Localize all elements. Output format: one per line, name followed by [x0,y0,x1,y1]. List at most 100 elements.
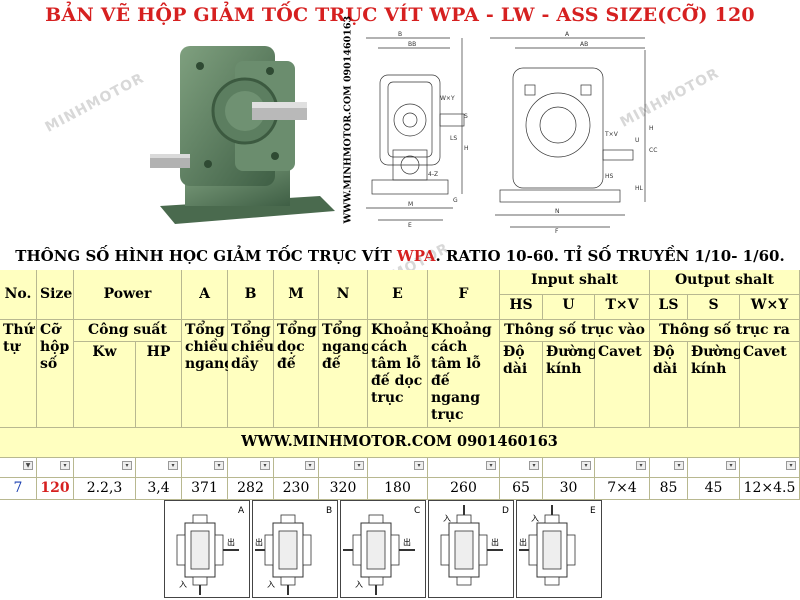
col-size: Size [37,270,74,320]
vn-b: Tổng chiều dầy [228,320,274,428]
config-diagram-icon: C 出入 [343,506,420,595]
col-no: No. [0,270,37,320]
dropdown-arrow-icon[interactable]: ▾ [214,461,224,470]
contact-row: WWW.MINHMOTOR.COM 0901460163 [0,428,800,458]
filter-u[interactable]: ▾ [543,458,595,478]
cell-no: 7 [0,478,37,500]
dropdown-arrow-icon[interactable]: ▾ [581,461,591,470]
vertical-contact: WWW.MINHMOTOR.COM 0901460163 [342,15,354,224]
col-hs: HS [500,295,543,320]
cell-m: 230 [274,478,319,500]
svg-text:A: A [565,31,570,38]
dropdown-arrow-icon[interactable]: ▾ [60,461,70,470]
output-label: 出 [227,537,235,547]
vn-output: Thông số trục ra [650,320,800,342]
vn-power: Công suất [74,320,182,342]
col-input-shaft: Input shalt [500,270,650,295]
svg-text:N: N [555,208,560,215]
svg-text:LS: LS [450,135,457,142]
cell-b: 282 [228,478,274,500]
page-title: BẢN VẼ HỘP GIẢM TỐC TRỤC VÍT WPA - LW - … [45,4,755,26]
config-diagram-icon: A出入 [176,506,245,595]
filter-active-icon[interactable]: ▼ [23,461,33,470]
dropdown-arrow-icon[interactable]: ▾ [168,461,178,470]
vn-out-len: Độ dài [650,342,688,428]
svg-text:U: U [635,137,639,144]
svg-text:BB: BB [408,41,416,48]
col-output-shaft: Output shalt [650,270,800,295]
filter-ls[interactable]: ▾ [650,458,688,478]
svg-text:T×V: T×V [604,131,619,138]
col-s: S [688,295,740,320]
dropdown-arrow-icon[interactable]: ▾ [305,461,315,470]
dropdown-arrow-icon[interactable]: ▾ [529,461,539,470]
svg-text:H: H [649,125,654,132]
filter-e[interactable]: ▾ [368,458,428,478]
filter-m[interactable]: ▾ [274,458,319,478]
cell-u: 30 [543,478,595,500]
svg-text:G: G [453,197,458,204]
cell-e: 180 [368,478,428,500]
vn-size: Cỡ hộp số [37,320,74,428]
dropdown-arrow-icon[interactable]: ▾ [786,461,796,470]
vn-m: Tổng dọc đế [274,320,319,428]
watermark: MINHMOTOR [42,70,147,136]
dropdown-arrow-icon[interactable]: ▾ [122,461,132,470]
dropdown-arrow-icon[interactable]: ▾ [260,461,270,470]
config-diagram-icon: D出入 [440,505,509,586]
filter-txv[interactable]: ▾ [595,458,650,478]
input-label: 入 [355,580,363,589]
dropdown-arrow-icon[interactable]: ▾ [486,461,496,470]
filter-kw[interactable]: ▾ [74,458,136,478]
vn-n: Tổng ngang đế [319,320,371,428]
filter-s[interactable]: ▾ [688,458,740,478]
filter-f[interactable]: ▾ [428,458,500,478]
filter-hp[interactable]: ▾ [136,458,182,478]
dropdown-arrow-icon[interactable]: ▾ [726,461,736,470]
col-b: B [228,270,274,320]
cell-s: 45 [688,478,740,500]
vn-hp: HP [136,342,182,428]
vn-in-cavet: Cavet [595,342,650,428]
spec-table: No. Size Power A B M N E F Input shalt O… [0,270,800,500]
vn-out-dia: Đường kính [688,342,743,428]
dropdown-arrow-icon[interactable]: ▾ [636,461,646,470]
filter-a[interactable]: ▾ [182,458,228,478]
filter-no[interactable]: ▼ [0,458,37,478]
config-letter: C [414,506,420,516]
svg-text:HL: HL [635,185,644,192]
vn-in-dia: Đường kính [543,342,598,428]
cell-txv: 7×4 [595,478,650,500]
col-f: F [428,270,500,320]
col-n: N [319,270,368,320]
col-a: A [182,270,228,320]
svg-text:M: M [408,201,413,208]
gearbox-photo [150,46,335,224]
config-letter: E [590,506,596,516]
vn-kw: Kw [74,342,136,428]
config-diagram-icon: E出入 [519,505,596,586]
cell-wxy: 12×4.5 [740,478,800,500]
output-label: 出 [403,537,411,547]
filter-hs[interactable]: ▾ [500,458,543,478]
output-label: 出 [255,537,263,547]
vn-in-len: Độ dài [500,342,543,428]
filter-wxy[interactable]: ▾ [740,458,800,478]
svg-text:AB: AB [580,41,588,48]
svg-text:CC: CC [649,147,657,154]
mounting-config-c: C 出入 [340,500,426,598]
filter-n[interactable]: ▾ [319,458,368,478]
dropdown-arrow-icon[interactable]: ▾ [414,461,424,470]
dropdown-arrow-icon[interactable]: ▾ [674,461,684,470]
side-view-drawing: B BB W×Y LS S H 4-Z G M E [366,31,469,229]
cell-f: 260 [428,478,500,500]
cell-size: 120 [37,478,74,500]
filter-b[interactable]: ▾ [228,458,274,478]
front-view-drawing: A AB T×V U CC HS HL H N F [490,31,657,235]
dropdown-arrow-icon[interactable]: ▾ [354,461,364,470]
filter-size[interactable]: ▾ [37,458,74,478]
input-label: 入 [443,514,451,523]
cell-a: 371 [182,478,228,500]
cell-ls: 85 [650,478,688,500]
